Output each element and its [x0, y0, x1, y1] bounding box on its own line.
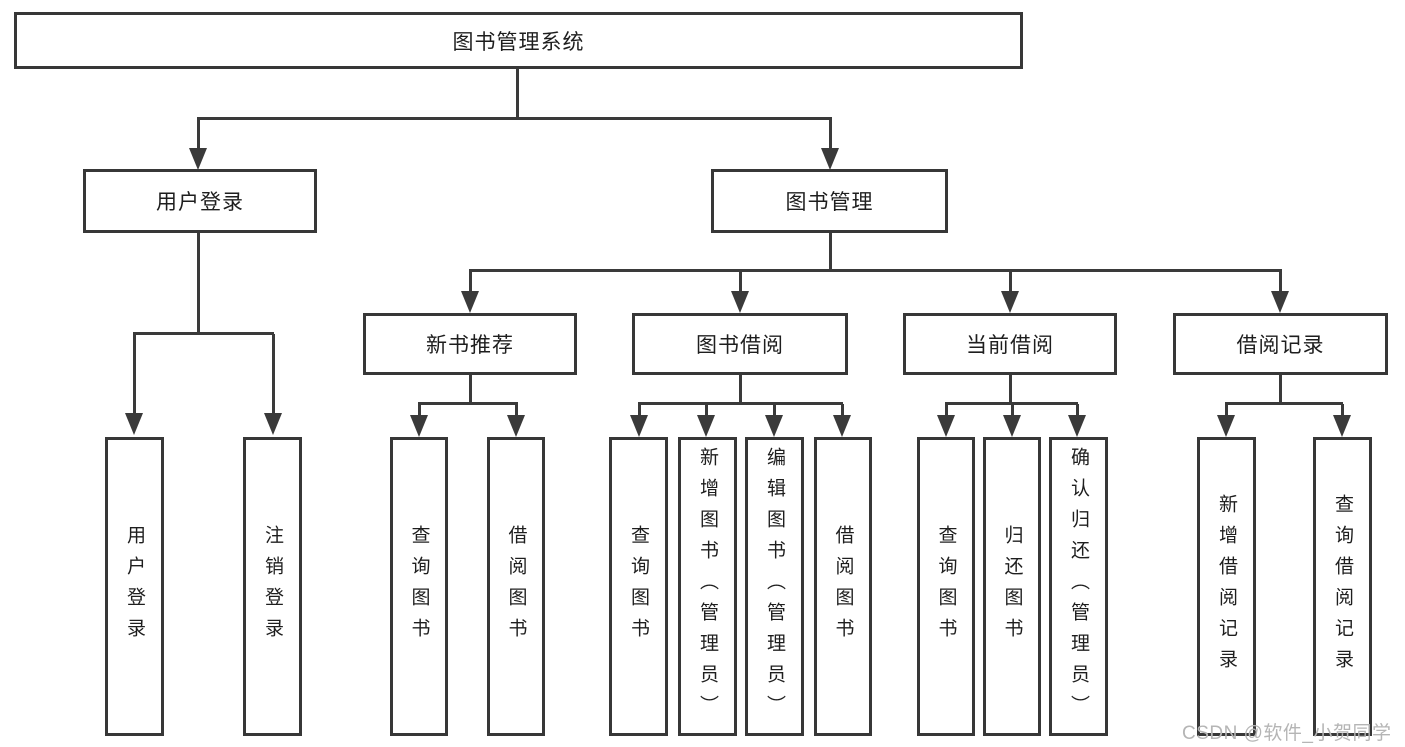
connector-arrow-stem — [705, 404, 708, 416]
leaf-logout: 注销登录 — [243, 437, 302, 736]
leaf-borrow-query-book: 查询图书 — [609, 437, 668, 736]
connector-borrow-record-split — [1225, 402, 1343, 405]
arrow-down-icon — [264, 413, 282, 435]
connector-arrow-stem — [1341, 404, 1344, 416]
connector-arrow-stem — [469, 271, 472, 293]
leaf-label: 用户登录 — [124, 524, 145, 649]
arrow-down-icon — [1003, 415, 1021, 437]
leaf-label: 借阅图书 — [832, 524, 854, 649]
connector-arrow-stem — [829, 119, 832, 150]
leaf-label: 归还图书 — [1001, 524, 1023, 649]
node-user-login: 用户登录 — [83, 169, 317, 233]
node-label: 新书推荐 — [426, 334, 514, 357]
arrow-down-icon — [833, 415, 851, 437]
connector-book-mgmt-split — [469, 269, 1282, 272]
leaf-newbook-query-book: 查询图书 — [390, 437, 448, 736]
arrow-down-icon — [1333, 415, 1351, 437]
node-current-borrow: 当前借阅 — [903, 313, 1117, 375]
arrow-down-icon — [189, 148, 207, 170]
arrow-down-icon — [630, 415, 648, 437]
connector-current-borrow-split — [945, 402, 1078, 405]
arrow-down-icon — [461, 291, 479, 313]
node-label: 用户登录 — [156, 191, 244, 214]
leaf-label: 借阅图书 — [505, 524, 527, 649]
leaf-label: 查询图书 — [935, 524, 957, 649]
node-book-management: 图书管理 — [711, 169, 948, 233]
connector-arrow-stem — [418, 404, 421, 416]
connector-arrow-stem — [197, 119, 200, 150]
leaf-label: 编辑图书（管理员） — [764, 447, 785, 726]
connector-new-book-stem — [469, 375, 472, 404]
node-new-book-recommend: 新书推荐 — [363, 313, 577, 375]
leaf-user-login: 用户登录 — [105, 437, 164, 736]
connector-arrow-stem — [515, 404, 518, 416]
arrow-down-icon — [1217, 415, 1235, 437]
node-library-management-system: 图书管理系统 — [14, 12, 1023, 69]
arrow-down-icon — [697, 415, 715, 437]
connector-book-borrow-stem — [739, 375, 742, 404]
arrow-down-icon — [731, 291, 749, 313]
connector-arrow-stem — [945, 404, 948, 416]
node-book-borrow: 图书借阅 — [632, 313, 848, 375]
leaf-borrow-borrow-book: 借阅图书 — [814, 437, 872, 736]
connector-user-login-stem — [197, 233, 200, 334]
connector-arrow-stem — [1225, 404, 1228, 416]
node-label: 借阅记录 — [1236, 334, 1325, 357]
connector-arrow-stem — [841, 404, 844, 416]
node-label: 图书借阅 — [696, 334, 784, 357]
leaf-label: 确认归还（管理员） — [1068, 447, 1089, 726]
connector-arrow-stem — [638, 404, 641, 416]
leaf-label: 新增借阅记录 — [1216, 493, 1237, 680]
leaf-current-confirm-return-admin: 确认归还（管理员） — [1049, 437, 1108, 736]
leaf-label: 查询图书 — [628, 524, 649, 649]
arrow-down-icon — [765, 415, 783, 437]
connector-current-borrow-stem — [1009, 375, 1012, 404]
leaf-current-query-book: 查询图书 — [917, 437, 975, 736]
node-borrow-record: 借阅记录 — [1173, 313, 1388, 375]
node-label: 图书管理 — [785, 191, 874, 214]
leaf-record-query-record: 查询借阅记录 — [1313, 437, 1372, 736]
node-label: 图书管理系统 — [452, 30, 585, 54]
leaf-borrow-add-book-admin: 新增图书（管理员） — [678, 437, 737, 736]
leaf-newbook-borrow-book: 借阅图书 — [487, 437, 545, 736]
node-label: 当前借阅 — [966, 334, 1054, 357]
arrow-down-icon — [507, 415, 525, 437]
connector-arrow-stem — [133, 334, 136, 415]
connector-borrow-record-stem — [1279, 375, 1282, 404]
leaf-label: 新增图书（管理员） — [697, 447, 718, 726]
leaf-label: 查询借阅记录 — [1332, 493, 1353, 680]
connector-book-mgmt-stem — [829, 233, 832, 271]
leaf-current-return-book: 归还图书 — [983, 437, 1041, 736]
leaf-record-add-record: 新增借阅记录 — [1197, 437, 1256, 736]
connector-book-borrow-split — [638, 402, 843, 405]
connector-arrow-stem — [739, 271, 742, 293]
leaf-borrow-edit-book-admin: 编辑图书（管理员） — [745, 437, 804, 736]
connector-user-login-split — [133, 332, 274, 335]
connector-arrow-stem — [1009, 271, 1012, 293]
leaf-label: 查询图书 — [408, 524, 430, 649]
leaf-label: 注销登录 — [262, 524, 283, 649]
csdn-watermark: CSDN @软件_小贺同学 — [1182, 723, 1392, 744]
connector-root-split — [197, 117, 832, 120]
connector-arrow-stem — [1011, 404, 1014, 416]
connector-arrow-stem — [1279, 271, 1282, 293]
connector-new-book-split — [418, 402, 518, 405]
arrow-down-icon — [937, 415, 955, 437]
connector-arrow-stem — [1076, 404, 1079, 416]
connector-root-stem — [516, 69, 519, 119]
arrow-down-icon — [410, 415, 428, 437]
arrow-down-icon — [1068, 415, 1086, 437]
connector-arrow-stem — [272, 334, 275, 415]
arrow-down-icon — [821, 148, 839, 170]
arrow-down-icon — [1001, 291, 1019, 313]
arrow-down-icon — [125, 413, 143, 435]
connector-arrow-stem — [773, 404, 776, 416]
arrow-down-icon — [1271, 291, 1289, 313]
